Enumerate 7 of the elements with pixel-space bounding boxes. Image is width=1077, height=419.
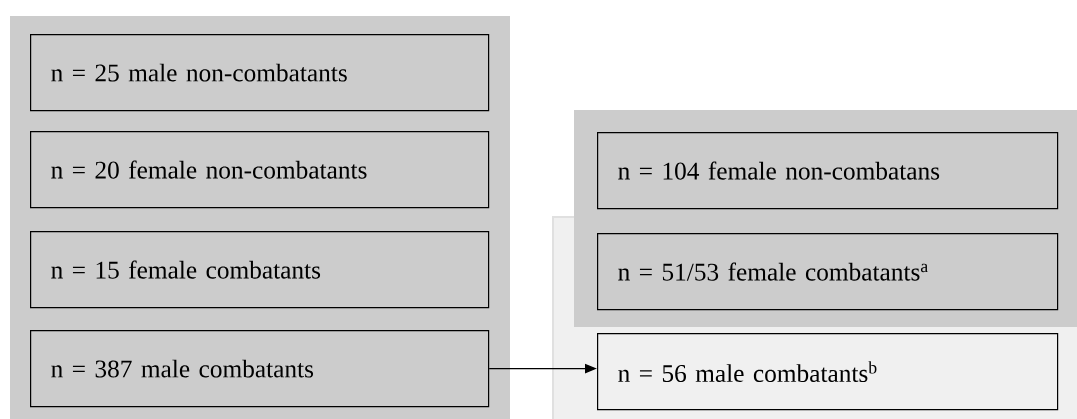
group-box: n = 20 female non-combatants	[30, 131, 490, 209]
group-box: n = 387 male combatants	[30, 330, 490, 408]
group-box: n = 56 male combatants$^{b}$	[597, 333, 1059, 411]
group-box: n = 25 male non-combatants	[30, 34, 490, 112]
group-box: n = 104 female non-combatans	[597, 132, 1059, 210]
group-box: n = 15 female combatants	[30, 231, 490, 309]
group-box: n = 51/53 female combatants$^{a}$	[597, 233, 1059, 311]
